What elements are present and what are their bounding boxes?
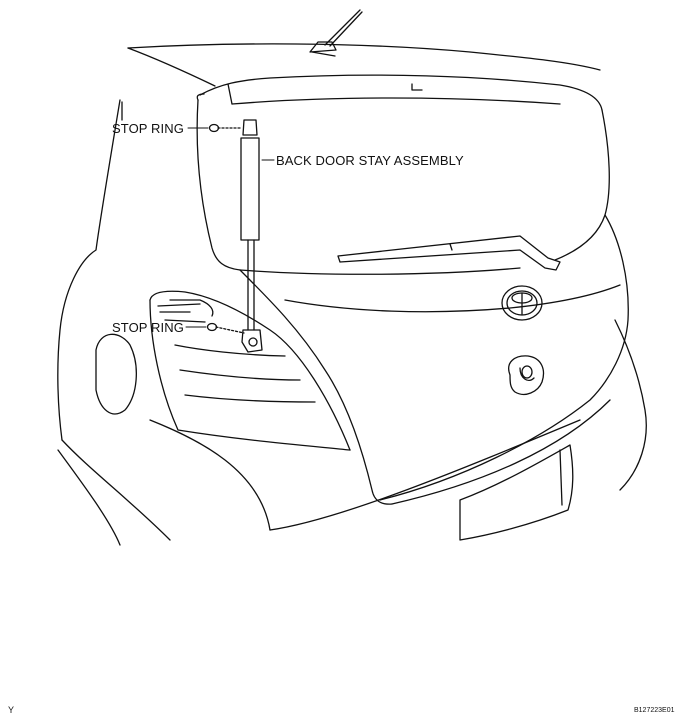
stop-ring-lower-label: STOP RING <box>112 320 184 335</box>
stop-ring-upper-label: STOP RING <box>112 121 184 136</box>
brand-emblem <box>501 285 543 321</box>
door-handle <box>508 355 545 396</box>
rear-spoiler <box>199 74 603 111</box>
rear-bumper <box>149 319 647 541</box>
body-outline <box>57 43 601 546</box>
rear-wiper <box>337 235 561 271</box>
leader-lines <box>185 127 275 328</box>
back-door-stay-strut <box>240 119 263 353</box>
antenna <box>309 9 363 57</box>
tail-lamp <box>149 290 351 451</box>
stop-ring-lower <box>206 322 245 334</box>
wheel-arch <box>95 333 137 415</box>
back-door-stay-assembly-label: BACK DOOR STAY ASSEMBLY <box>276 153 464 168</box>
figure-code: B127223E01 <box>634 707 675 714</box>
stop-ring-upper <box>208 123 243 133</box>
corner-mark: Y <box>8 705 15 715</box>
back-door-panel <box>239 214 629 505</box>
